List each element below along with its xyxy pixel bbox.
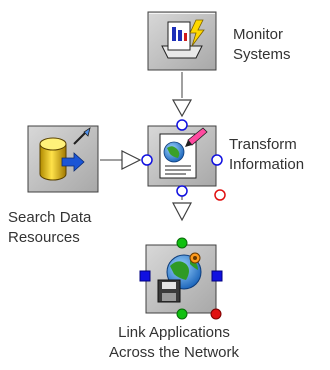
connector-right-blue[interactable] [211,270,223,282]
connector-top[interactable] [176,119,188,131]
label-monitor-systems: Monitor Systems [233,25,291,65]
transform-information-icon [159,127,208,179]
connector-left[interactable] [141,154,153,166]
monitor-systems-icon [161,19,205,59]
connector-bottom[interactable] [176,185,188,197]
label-line: Resources [8,229,80,246]
label-line: Link Applications [118,324,230,341]
arrow-monitor-to-transform [171,72,193,118]
node-link-applications[interactable] [145,244,217,314]
connector-top-green[interactable] [176,237,188,249]
connector-bottom-green[interactable] [176,308,188,320]
label-line: Transform [229,136,297,153]
connector-bottom-red[interactable] [210,308,222,320]
label-transform-information: Transform Information [229,135,304,175]
connector-error[interactable] [214,189,226,201]
label-line: Information [229,156,305,173]
link-connectors [139,237,223,320]
label-link-applications: Link Applications Across the Network [84,323,264,363]
connector-right[interactable] [211,154,223,166]
transform-connectors [141,119,226,201]
label-search-data-resources: Search Data Resources [8,208,91,248]
label-line: Search Data [8,209,92,226]
label-line: Monitor [233,26,284,43]
connector-left-blue[interactable] [139,270,151,282]
database-search-icon [39,127,91,181]
label-line: Systems [233,46,291,63]
node-search-data-resources[interactable] [27,125,99,193]
label-line: Across the Network [108,344,240,361]
arrow-search-to-transform [100,150,142,170]
node-monitor-systems[interactable] [147,11,217,71]
node-transform-information[interactable] [147,125,217,187]
globe-network-icon [157,252,202,303]
